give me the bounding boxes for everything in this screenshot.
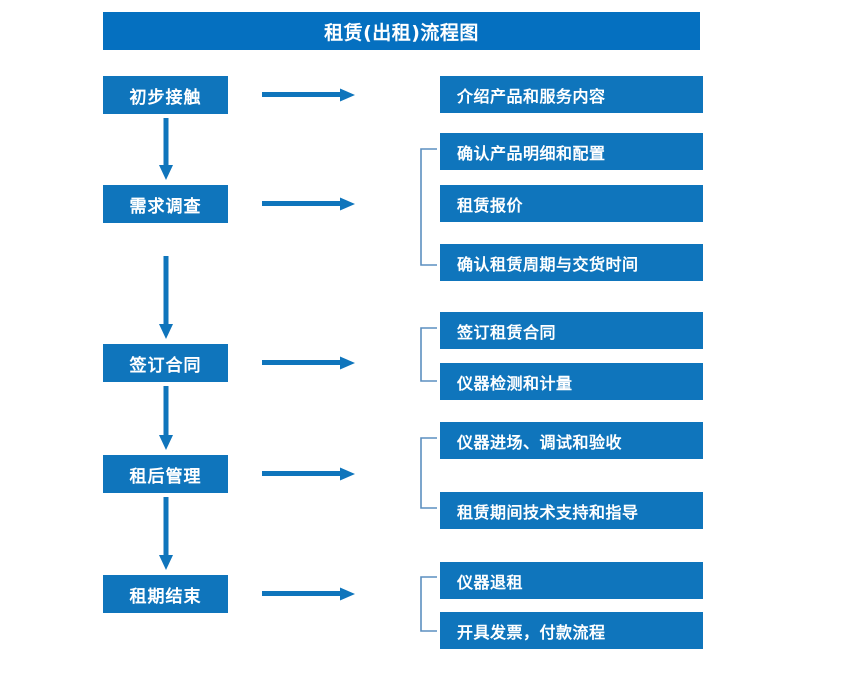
right-arrow-icon-4: [262, 464, 357, 484]
down-arrow-icon-4: [153, 497, 179, 572]
detail-label: 介绍产品和服务内容: [457, 86, 606, 106]
stage-box-initial-contact[interactable]: 初步接触: [103, 76, 228, 114]
group-bracket-needs-survey: [417, 148, 439, 266]
detail-label: 签订租赁合同: [457, 322, 557, 342]
stage-label: 需求调查: [129, 196, 202, 217]
right-arrow-icon-1: [262, 85, 357, 105]
right-arrow-icon-3: [262, 353, 357, 373]
stage-label: 初步接触: [129, 87, 202, 108]
detail-label: 租赁报价: [457, 195, 524, 215]
detail-label: 仪器进场、调试和验收: [457, 432, 623, 452]
stage-label: 签订合同: [129, 355, 202, 376]
down-arrow-icon-1: [153, 118, 179, 182]
group-bracket-post-rental: [417, 437, 439, 509]
detail-box-confirm-period-delivery[interactable]: 确认租赁周期与交货时间: [440, 244, 703, 281]
detail-box-rental-quotation[interactable]: 租赁报价: [440, 185, 703, 222]
detail-box-technical-support[interactable]: 租赁期间技术支持和指导: [440, 492, 703, 529]
stage-box-sign-contract[interactable]: 签订合同: [103, 344, 228, 382]
detail-box-instrument-onsite-commissioning[interactable]: 仪器进场、调试和验收: [440, 422, 703, 459]
diagram-title: 租赁(出租)流程图: [103, 12, 700, 50]
group-bracket-sign-contract: [417, 327, 439, 382]
stage-box-needs-survey[interactable]: 需求调查: [103, 185, 228, 223]
stage-box-rental-end[interactable]: 租期结束: [103, 575, 228, 613]
detail-box-instrument-return[interactable]: 仪器退租: [440, 562, 703, 599]
detail-label: 仪器退租: [457, 572, 524, 592]
detail-box-instrument-inspection[interactable]: 仪器检测和计量: [440, 363, 703, 400]
group-bracket-rental-end: [417, 576, 439, 632]
detail-box-confirm-product-spec[interactable]: 确认产品明细和配置: [440, 133, 703, 170]
detail-label: 确认产品明细和配置: [457, 143, 606, 163]
stage-label: 租期结束: [129, 586, 202, 607]
detail-label: 租赁期间技术支持和指导: [457, 502, 639, 522]
detail-label: 确认租赁周期与交货时间: [457, 254, 639, 274]
detail-box-introduce-products[interactable]: 介绍产品和服务内容: [440, 76, 703, 113]
right-arrow-icon-2: [262, 194, 357, 214]
stage-box-post-rental-management[interactable]: 租后管理: [103, 455, 228, 493]
detail-label: 仪器检测和计量: [457, 373, 573, 393]
detail-label: 开具发票，付款流程: [457, 622, 606, 642]
detail-box-invoice-payment[interactable]: 开具发票，付款流程: [440, 612, 703, 649]
down-arrow-icon-2: [153, 256, 179, 341]
stage-label: 租后管理: [129, 466, 202, 487]
detail-box-sign-rental-contract[interactable]: 签订租赁合同: [440, 312, 703, 349]
down-arrow-icon-3: [153, 386, 179, 452]
right-arrow-icon-5: [262, 584, 357, 604]
